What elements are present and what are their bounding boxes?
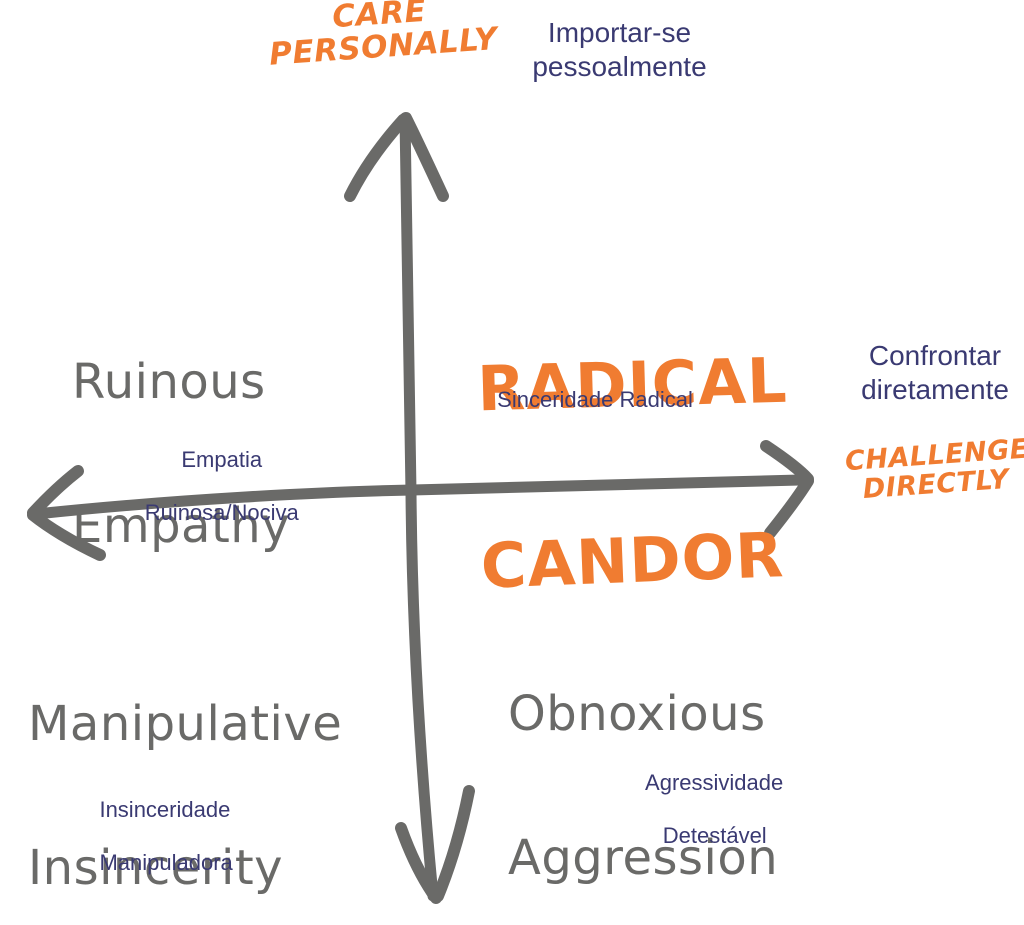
ruinous-empathy-line1: Ruinous [72,354,266,410]
agressividade-line1: Agressividade [645,769,784,795]
quadrant-subtitle-ruinous-empathy-pt: Empatia Ruinosa/Nociva [92,420,327,554]
manipulative-insincerity-line1: Manipulative [28,696,343,752]
quadrant-subtitle-radical-candor-pt: Sinceridade Radical [497,387,693,412]
vertical-axis-line [399,112,439,902]
arrow-down-right-stroke [432,785,475,902]
empatia-line1: Empatia [181,446,263,472]
ruinous-empathy-line2: Empathy [72,498,291,554]
arrow-up-right-stroke [400,112,449,202]
axis-label-care-personally: CARE PERSONALLY [268,0,499,74]
radical-candor-line2: CANDOR [479,518,786,604]
insinceridade-line1: Insinceridade [99,796,231,822]
quadrant-title-ruinous-empathy: Ruinous Empathy [72,262,322,646]
empatia-line2: Ruinosa/Nociva [144,500,299,526]
arrow-up-left-stroke [344,114,409,202]
quadrant-title-obnoxious-aggression: Obnoxious Aggression [508,594,828,925]
quadrant-subtitle-manipulative-insincerity-pt: Insinceridade Manipuladora [75,770,315,904]
axis-label-challenge-directly: CHALLENGE DIRECTLY [844,433,1024,506]
insinceridade-line2: Manipuladora [99,850,233,876]
axis-label-care-personally-pt: Importar-se pessoalmente [532,17,707,83]
obnoxious-aggression-line2: Aggression [508,830,779,886]
manipulative-insincerity-line2: Insincerity [28,840,284,896]
arrow-down-left-stroke [395,822,442,904]
obnoxious-aggression-line1: Obnoxious [508,686,766,742]
quadrant-title-manipulative-insincerity: Manipulative Insincerity [28,604,358,925]
agressividade-line2: Detestável [662,823,767,849]
quadrant-subtitle-obnoxious-aggression-pt: Agressividade Detestável [580,743,825,877]
axis-label-challenge-directly-pt: Confrontar diretamente [861,340,1009,406]
